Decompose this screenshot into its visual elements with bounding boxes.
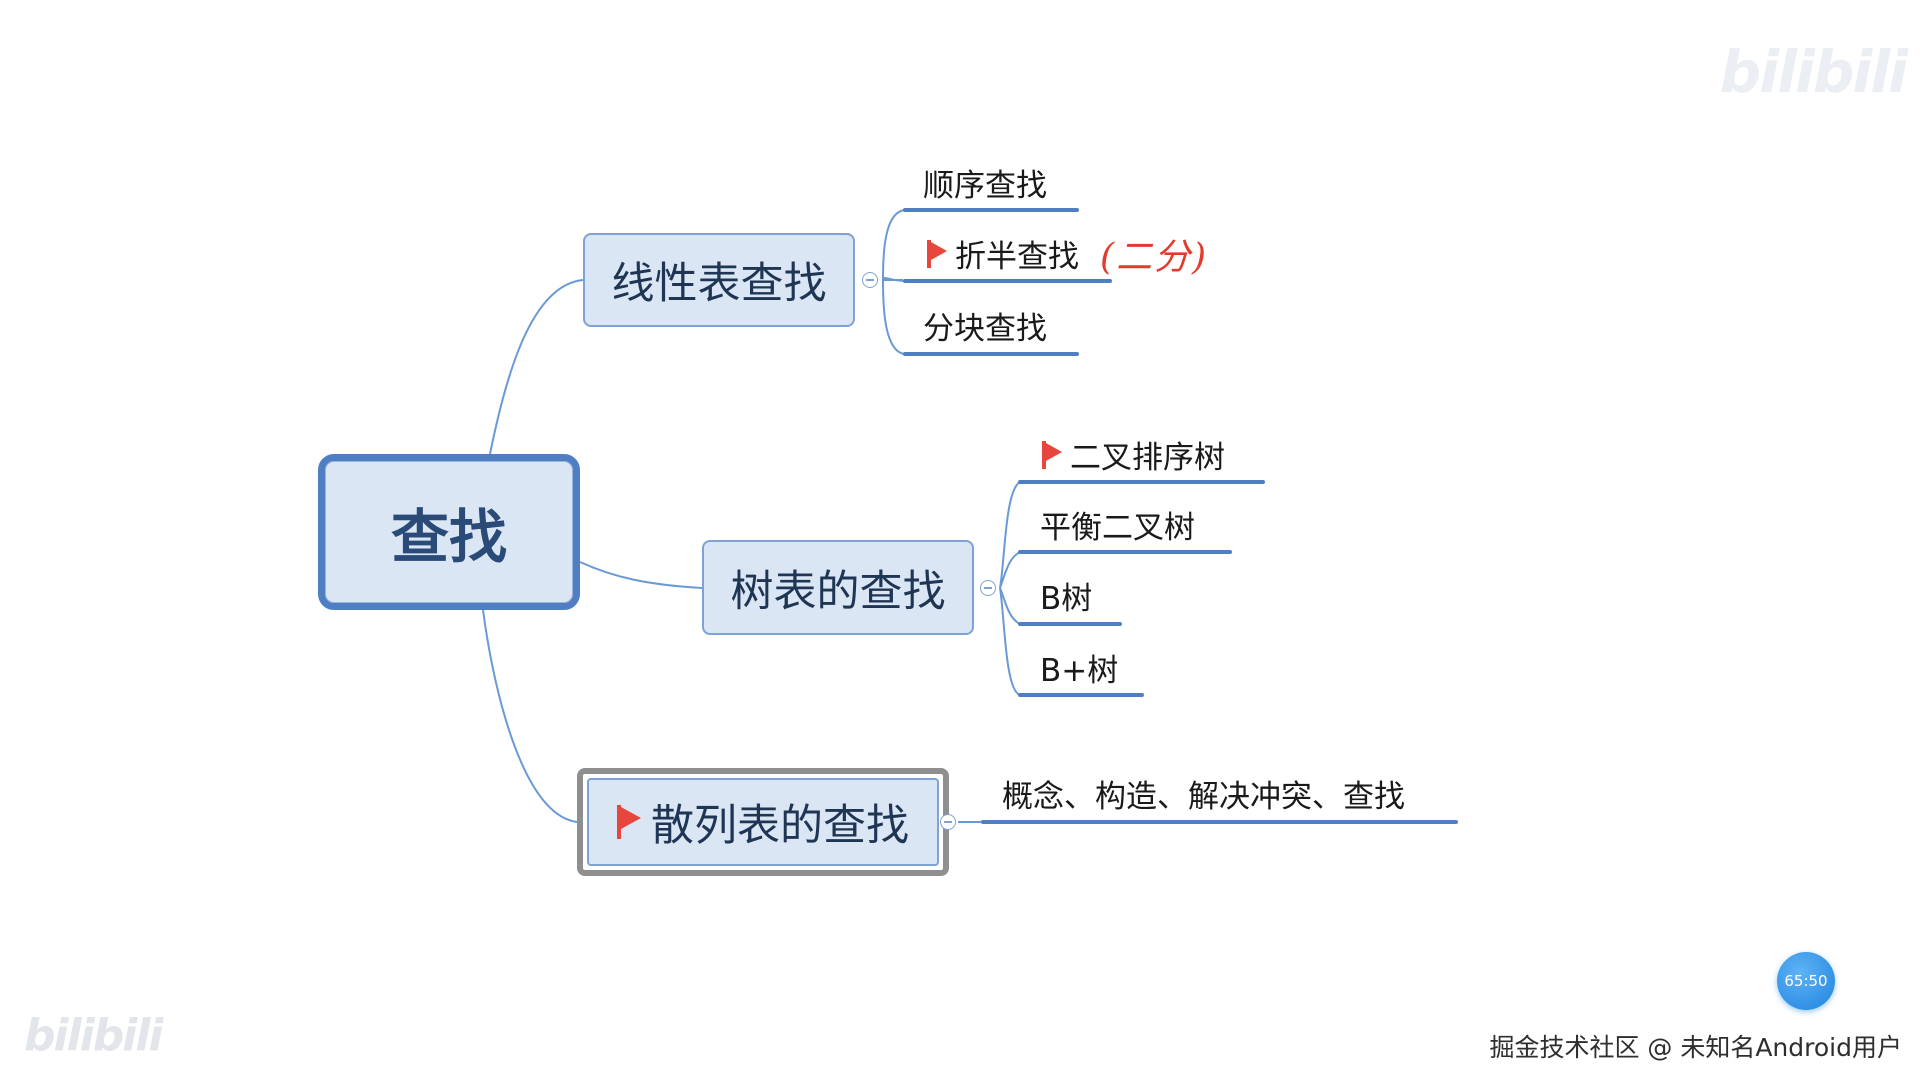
branch-label: 散列表的查找: [651, 801, 909, 851]
selected-node-inner: 散列表的查找: [587, 778, 939, 866]
handwritten-note: (二分): [1100, 237, 1209, 278]
leaf-node-binary-search[interactable]: 折半查找: [927, 231, 1079, 276]
flag-icon: [1042, 440, 1062, 469]
bilibili-watermark: bilibili: [1719, 38, 1908, 106]
branch-label: 线性表查找: [611, 259, 827, 309]
collapse-toggle-icon[interactable]: [862, 272, 878, 288]
leaf-node-b-tree[interactable]: B树: [1040, 573, 1092, 618]
branch-node-tree-search[interactable]: 树表的查找: [702, 540, 974, 635]
collapse-toggle-icon[interactable]: [980, 580, 996, 596]
branch-label: 树表的查找: [730, 566, 946, 617]
leaf-label: B树: [1040, 581, 1093, 617]
leaf-node-hash-topics[interactable]: 概念、构造、解决冲突、查找: [1002, 771, 1405, 816]
timer-badge[interactable]: 65:50: [1777, 952, 1835, 1010]
connector-branch2-leaves: [999, 481, 1021, 696]
branch-node-linear-search[interactable]: 线性表查找: [583, 233, 855, 327]
connector-root-branch3: [482, 609, 578, 823]
connector-root-branch1: [489, 279, 584, 455]
leaf-node-block-search[interactable]: 分块查找: [923, 303, 1047, 348]
leaf-label: 折半查找: [955, 239, 1079, 275]
attribution-text: 掘金技术社区 @ 未知名Android用户: [1489, 1033, 1902, 1062]
leaf-label: B+树: [1040, 653, 1119, 689]
timer-text: 65:50: [1784, 972, 1828, 990]
leaf-label: 二叉排序树: [1070, 440, 1225, 476]
leaf-label: 分块查找: [923, 311, 1047, 347]
branch-node-hash-search[interactable]: 散列表的查找: [577, 768, 949, 876]
leaf-label: 顺序查找: [923, 168, 1047, 204]
leaf-node-binary-sort-tree[interactable]: 二叉排序树: [1042, 432, 1225, 477]
bilibili-watermark-bottom: bilibili: [24, 1010, 163, 1061]
leaf-label: 平衡二叉树: [1040, 510, 1195, 546]
leaf-label: 概念、构造、解决冲突、查找: [1002, 779, 1405, 815]
connector-branch1-leaves: [881, 209, 906, 355]
leaf-node-balanced-tree[interactable]: 平衡二叉树: [1040, 502, 1195, 547]
leaf-node-sequential-search[interactable]: 顺序查找: [923, 160, 1047, 205]
leaf-node-b-plus-tree[interactable]: B+树: [1040, 645, 1118, 690]
flag-icon: [927, 239, 947, 268]
collapse-toggle-icon[interactable]: [940, 814, 956, 830]
connector-root-branch2: [579, 561, 703, 589]
root-label: 查找: [390, 503, 507, 571]
root-node[interactable]: 查找: [318, 454, 580, 610]
flag-icon: [617, 805, 641, 839]
